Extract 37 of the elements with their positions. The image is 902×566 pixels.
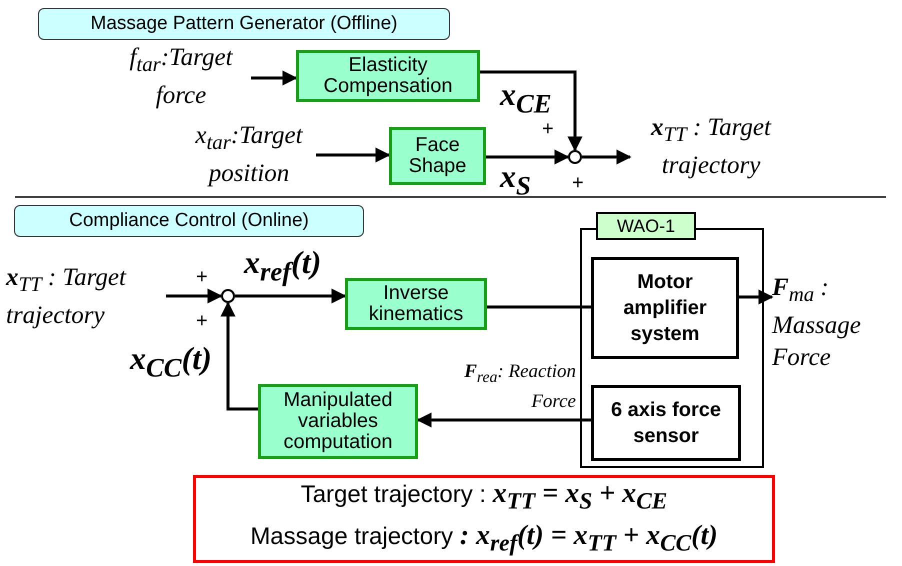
arrow [582,150,632,164]
equation: Target trajectory : x$_{TT}$ = x$_{S}$ + x$_{CE}$ [300,477,668,517]
arrow [486,150,570,164]
equation-box [193,475,775,563]
signal-label: x$_{tar}$:Target position [160,120,338,190]
sign-label: + [572,172,584,195]
summing-junction [221,289,235,303]
process-box: Face Shape [389,127,486,185]
section-header: Massage Pattern Generator (Offline) [38,8,450,40]
equation: Massage trajectory : x$_{ref}$(t) = x$_{TT}$ + x$_{CC}$(t) [250,519,718,559]
arrow [251,70,298,86]
sign-label: + [196,266,208,289]
hardware-box: 6 axis force sensor [591,385,741,461]
arrow [416,412,591,428]
arrow [739,290,774,304]
signal-label: x$_{TT}$ : Target trajectory [6,262,168,334]
arrow [316,148,390,162]
sign-label: + [542,118,554,141]
edge-label: x$_{CC}$(t) [130,340,212,384]
signal-label: F$_{ma}$ : Massage Force [772,272,902,382]
arrow [235,288,346,304]
process-box: Inverse kinematics [345,278,487,330]
edge-label: x$_{S}$ [500,158,531,202]
hardware-box: Motor amplifier system [591,257,739,359]
arrow [166,288,222,304]
process-box: Elasticity Compensation [296,50,480,102]
arrow [220,302,258,410]
signal-label: x$_{TT}$ : Target trajectory [625,112,797,184]
edge-label: x$_{ref}$(t) [244,244,322,288]
edge-label: F$_{rea}$: Reaction Force [463,360,576,414]
arrow [480,70,582,152]
summing-junction [568,150,582,164]
section-header: Compliance Control (Online) [14,205,364,237]
sign-label: + [196,310,208,333]
system-tab: WAO-1 [596,212,696,240]
process-box: Manipulated variables computation [258,384,418,459]
edge-label: x$_{CE}$ [500,76,552,120]
